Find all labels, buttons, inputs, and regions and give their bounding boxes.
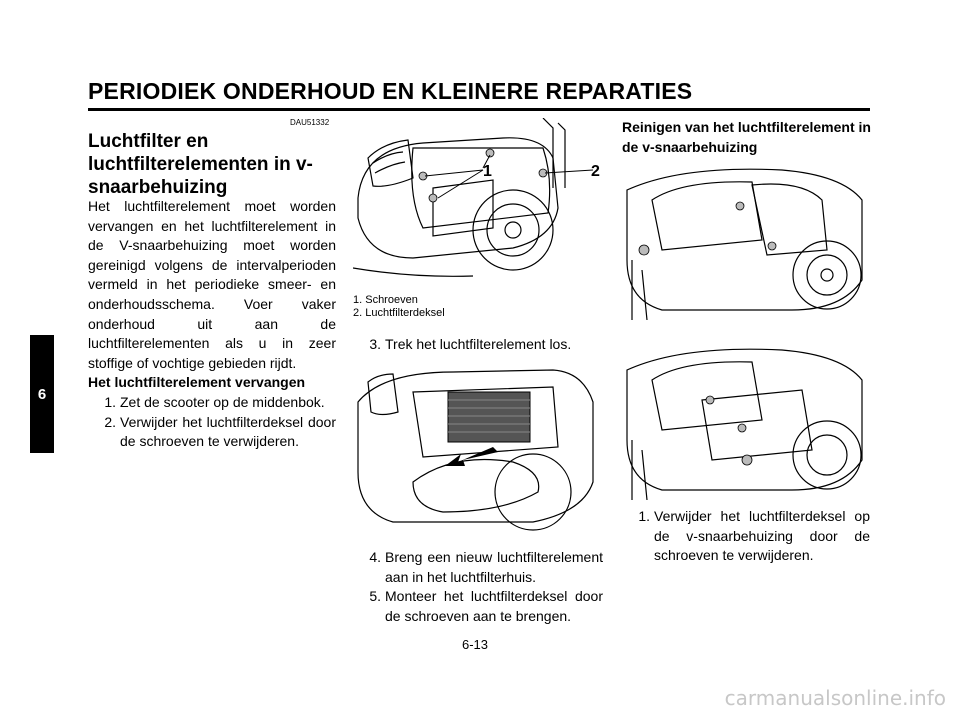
page-number: 6-13 xyxy=(462,637,489,652)
intro-paragraph: Het luchtfilterelement moet worden verva… xyxy=(88,198,336,371)
step-number: 1. xyxy=(638,508,650,524)
watermark: carmanualsonline.info xyxy=(724,686,946,710)
callout-1: 1 xyxy=(483,163,492,180)
step-number: 3. xyxy=(369,336,381,352)
subheading: Het luchtfilterelement vervangen xyxy=(88,374,306,391)
step-text: Verwijder het luchtfilterdeksel op de v-… xyxy=(654,508,870,564)
list-item: 3.Trek het luchtfilterelement los. xyxy=(353,335,603,355)
list-item: 1.Verwijder het luchtfilterdeksel op de … xyxy=(622,507,870,566)
step-number: 2. xyxy=(104,413,116,430)
column-3-steps: 1.Verwijder het luchtfilterdeksel op de … xyxy=(622,507,870,566)
step-text: Trek het luchtfilterelement los. xyxy=(385,336,572,352)
list-item: 5.Monteer het luchtfilterdeksel door de … xyxy=(353,587,603,626)
legend-item: 1. Schroeven xyxy=(353,294,418,306)
column-1: Het luchtfilterelement moet worden verva… xyxy=(88,197,336,452)
list-item: 2.Verwijder het luchtfilterdeksel door d… xyxy=(88,413,336,452)
steps-col3: 1.Verwijder het luchtfilterdeksel op de … xyxy=(622,507,870,566)
column-2-top: 3.Trek het luchtfilterelement los. xyxy=(353,335,603,355)
step-text: Breng een nieuw luchtfilterelement aan i… xyxy=(385,549,603,585)
list-item: 1.Zet de scooter op de middenbok. xyxy=(88,393,336,413)
figure1-legend: 1. Schroeven 2. Luchtfilterdeksel xyxy=(353,294,445,320)
figure-filter-element xyxy=(357,369,594,531)
figure-v-belt-case xyxy=(626,168,863,320)
steps-col1: 1.Zet de scooter op de middenbok. 2.Verw… xyxy=(88,393,336,452)
step-text: Verwijder het luchtfilterdeksel door de … xyxy=(120,413,336,450)
column-2-bottom: 4.Breng een nieuw luchtfilterelement aan… xyxy=(353,548,603,626)
figure-air-filter-cover: 1 2 xyxy=(353,118,600,277)
legend-item: 2. Luchtfilterdeksel xyxy=(353,307,445,319)
chapter-tab: 6 xyxy=(30,335,54,453)
section-code: DAU51332 xyxy=(290,118,330,127)
steps-col2a: 3.Trek het luchtfilterelement los. xyxy=(353,335,603,355)
step-number: 5. xyxy=(369,588,381,605)
step-text: Monteer het luchtfilterdeksel door de sc… xyxy=(385,588,603,624)
list-item: 4.Breng een nieuw luchtfilterelement aan… xyxy=(353,548,603,587)
column-3-heading: Reinigen van het luchtfilterelement in d… xyxy=(622,119,871,155)
steps-col2b: 4.Breng een nieuw luchtfilterelement aan… xyxy=(353,548,603,626)
step-number: 1. xyxy=(104,393,116,410)
figure-v-belt-case-open xyxy=(626,348,863,500)
step-number: 4. xyxy=(369,549,381,565)
section-heading: Luchtfilter en luchtfilterelementen in v… xyxy=(88,131,313,198)
step-text: Zet de scooter op de middenbok. xyxy=(120,393,325,410)
header-rule xyxy=(88,108,870,111)
callout-2: 2 xyxy=(591,163,600,180)
page-header-title: PERIODIEK ONDERHOUD EN KLEINERE REPARATI… xyxy=(88,78,693,104)
